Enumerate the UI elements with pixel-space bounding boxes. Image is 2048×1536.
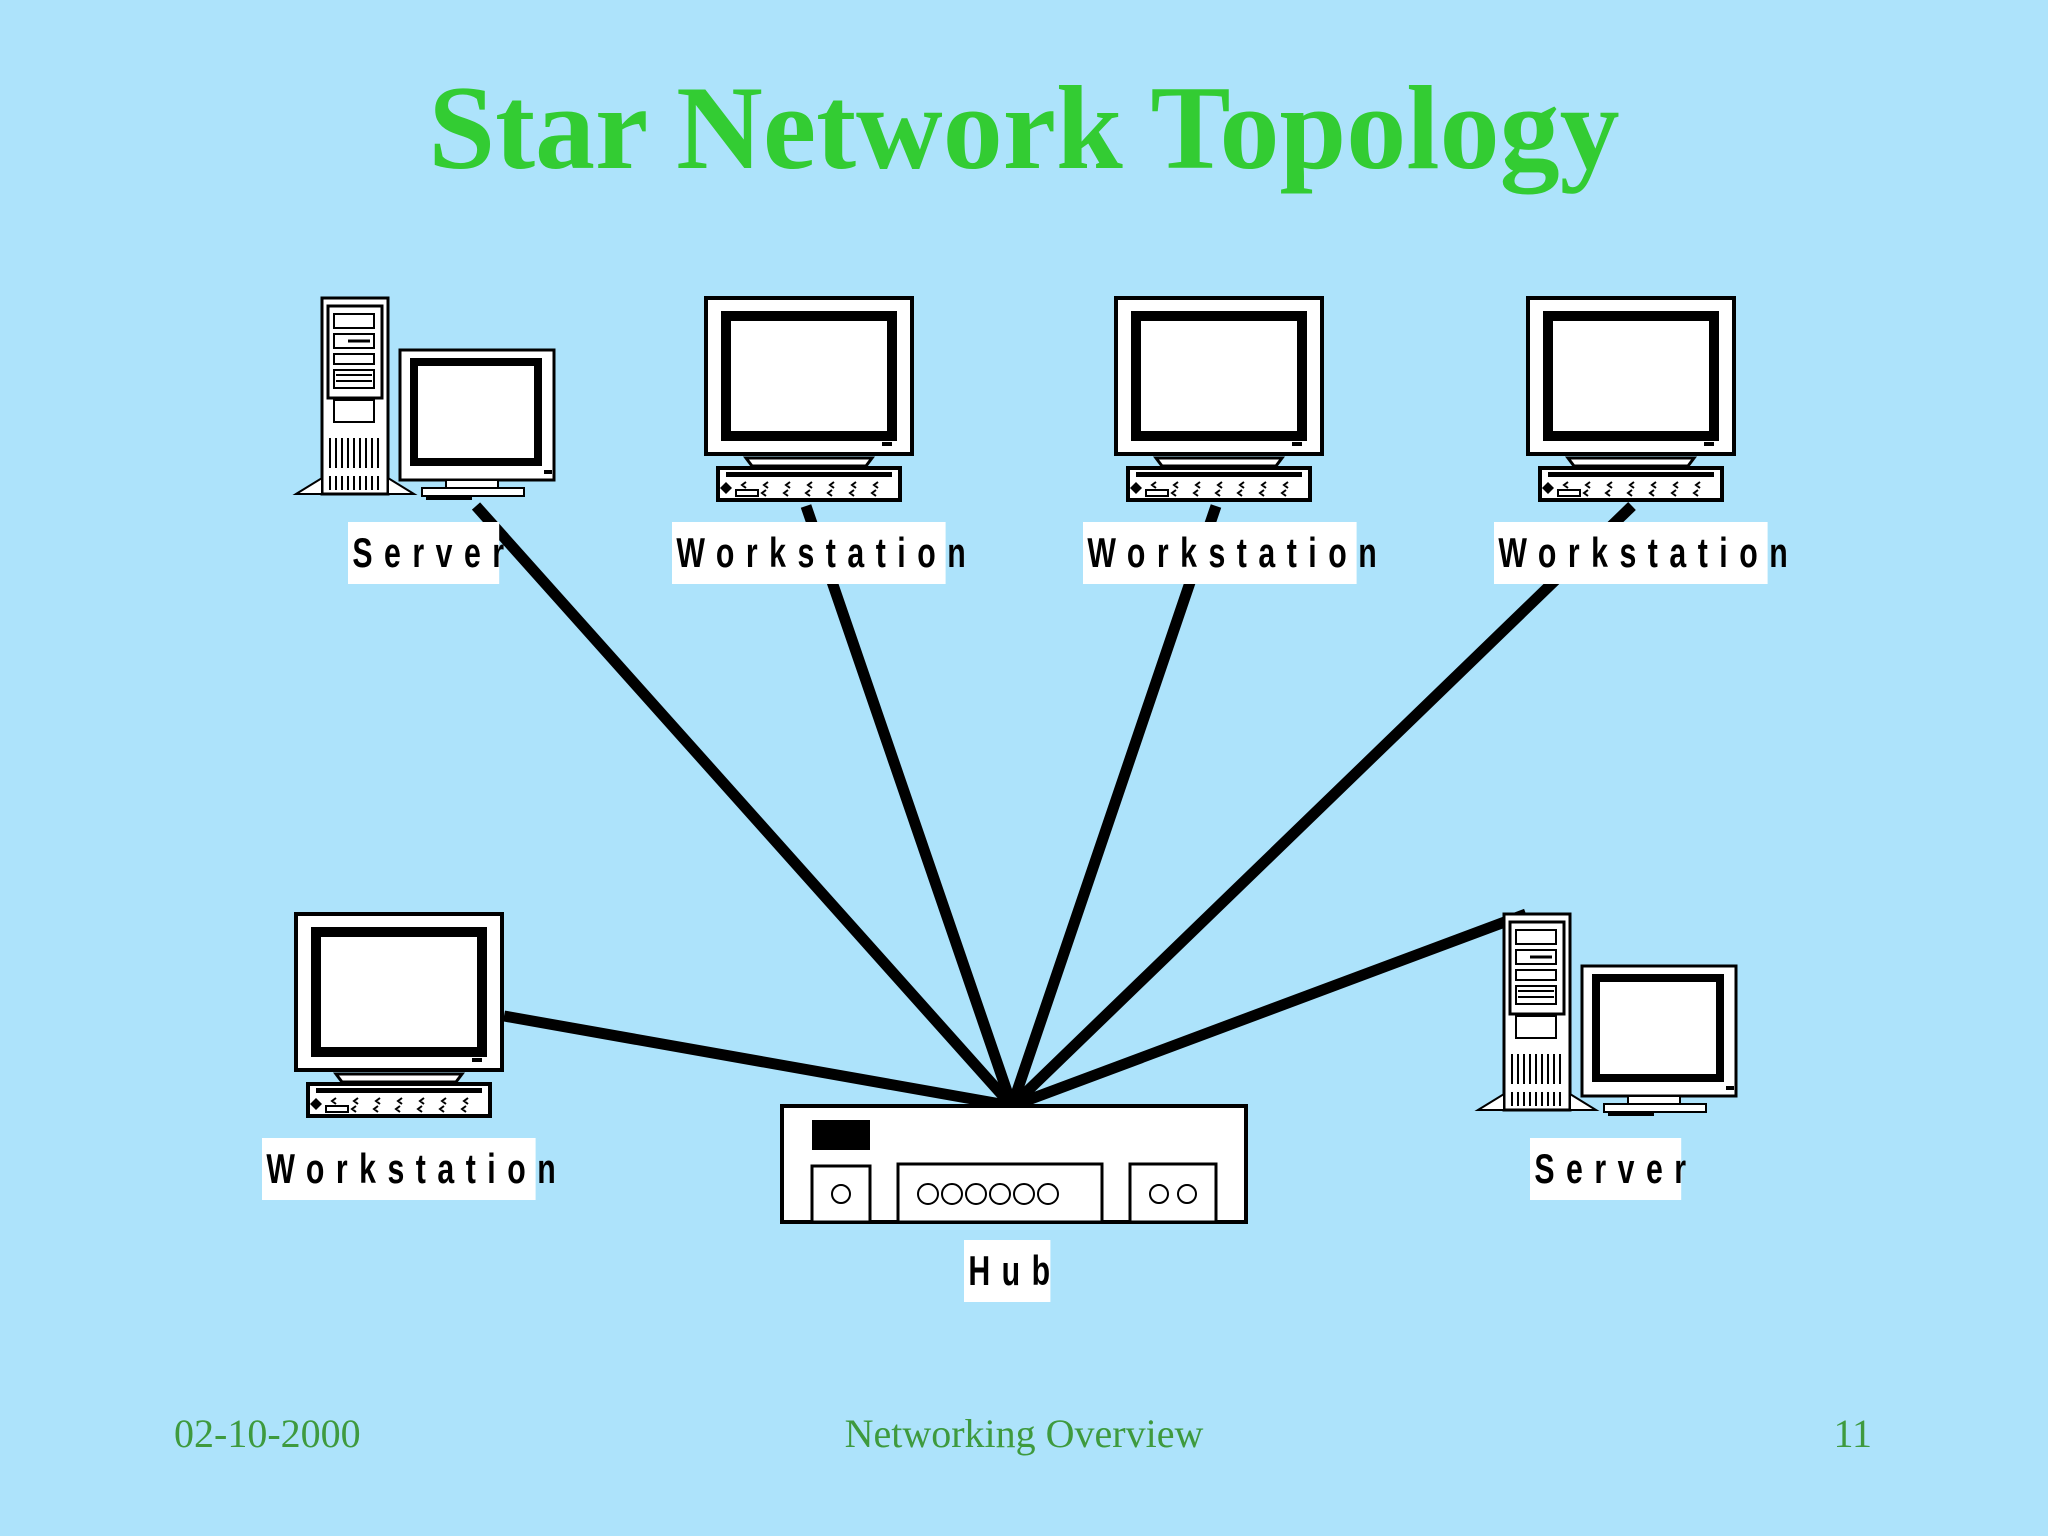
- cable-workstation-top-3: [1008, 502, 1636, 1110]
- cable-server-right: [1010, 908, 1528, 1112]
- workstation-top-2-label: Workstation: [1083, 522, 1377, 584]
- workstation-computer-icon: [706, 298, 912, 500]
- footer-center-title: Networking Overview: [844, 1411, 1204, 1456]
- hub-device-icon: [780, 1104, 1248, 1224]
- hub-label: Hub: [964, 1240, 1051, 1302]
- cable-server-top: [471, 502, 1017, 1110]
- cable-workstation-top-2: [1006, 504, 1222, 1108]
- workstation-top-1-label: Workstation: [672, 522, 966, 584]
- workstation-computer-icon: [1528, 298, 1734, 500]
- workstation-top-3-label: Workstation: [1494, 522, 1788, 584]
- slide-number: 11: [1833, 1411, 1872, 1456]
- slide-title: Star Network Topology: [428, 61, 1620, 194]
- footer-date: 02-10-2000: [174, 1411, 361, 1456]
- server-computer-icon: [296, 298, 554, 500]
- server-right-label: Server: [1530, 1138, 1686, 1200]
- cables: [471, 502, 1636, 1112]
- server-computer-icon: [1478, 914, 1736, 1116]
- cable-workstation-left: [503, 1010, 1013, 1112]
- workstation-computer-icon: [1116, 298, 1322, 500]
- workstation-left-label: Workstation: [262, 1138, 556, 1200]
- server-top-label: Server: [348, 522, 504, 584]
- workstation-computer-icon: [296, 914, 502, 1116]
- cable-workstation-top-1: [800, 504, 1018, 1108]
